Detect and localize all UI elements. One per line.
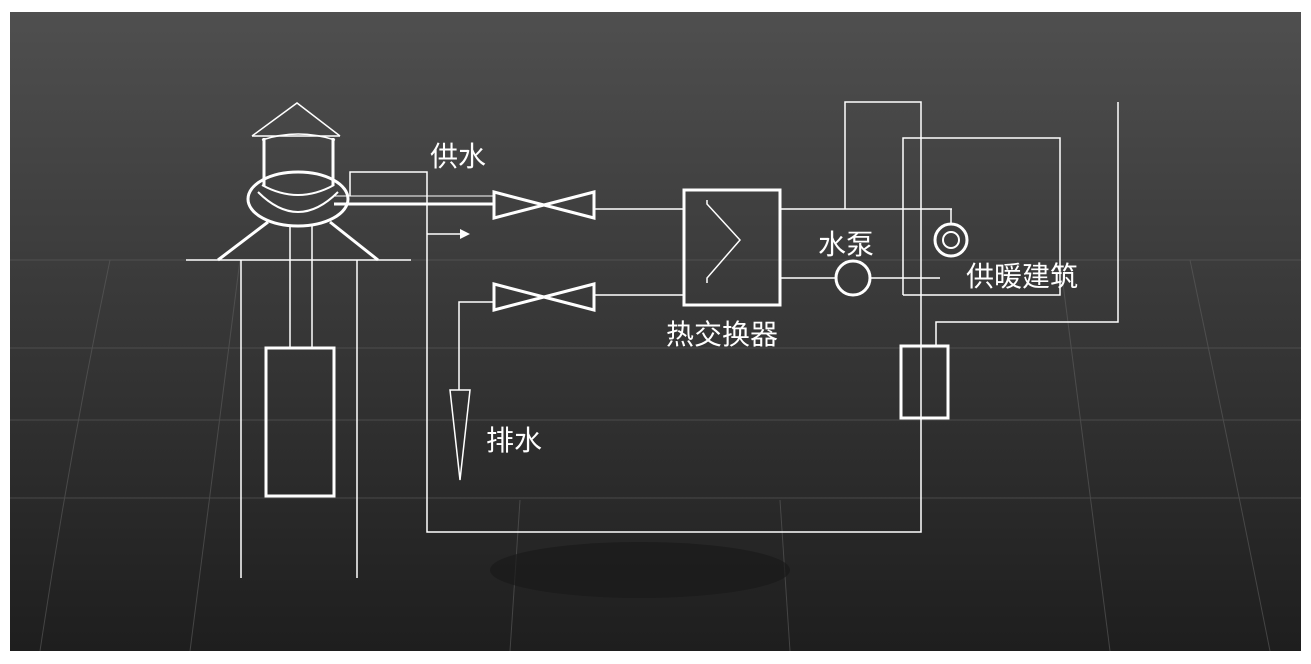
well-head-ring-inner xyxy=(257,191,339,213)
label-heat-exchanger: 热交换器 xyxy=(666,318,778,351)
well-head-ring-outer xyxy=(246,170,350,228)
submersible-pump xyxy=(264,346,336,498)
flow-arrow-head xyxy=(460,229,470,239)
building-loop-outer xyxy=(844,101,922,420)
heat-exchanger-zigzag xyxy=(706,200,742,283)
heat-terminal-inner xyxy=(942,231,960,249)
drain-cone xyxy=(449,389,471,481)
well-support-left xyxy=(217,220,269,262)
well-tower-top-curve xyxy=(261,133,336,141)
storage-tank xyxy=(899,344,950,420)
building-return-pipe xyxy=(935,102,1119,346)
heat-exchanger xyxy=(682,188,782,307)
water-pump[interactable] xyxy=(834,259,872,297)
label-supply: 供水 xyxy=(430,140,486,173)
label-pump: 水泵 xyxy=(818,228,874,261)
supply-valve[interactable] xyxy=(492,190,596,220)
supply-branch xyxy=(349,171,922,533)
label-heated-building: 供暖建筑 xyxy=(966,260,1078,293)
building-loop-inner xyxy=(902,137,1061,296)
diagram-lines xyxy=(186,101,1119,578)
well-head-ring-top xyxy=(261,184,335,196)
drain-pipe xyxy=(458,301,494,390)
well-roof xyxy=(251,102,341,137)
blurred-smudge xyxy=(490,542,790,598)
label-drain: 排水 xyxy=(486,424,542,457)
well-support-right xyxy=(329,220,379,262)
